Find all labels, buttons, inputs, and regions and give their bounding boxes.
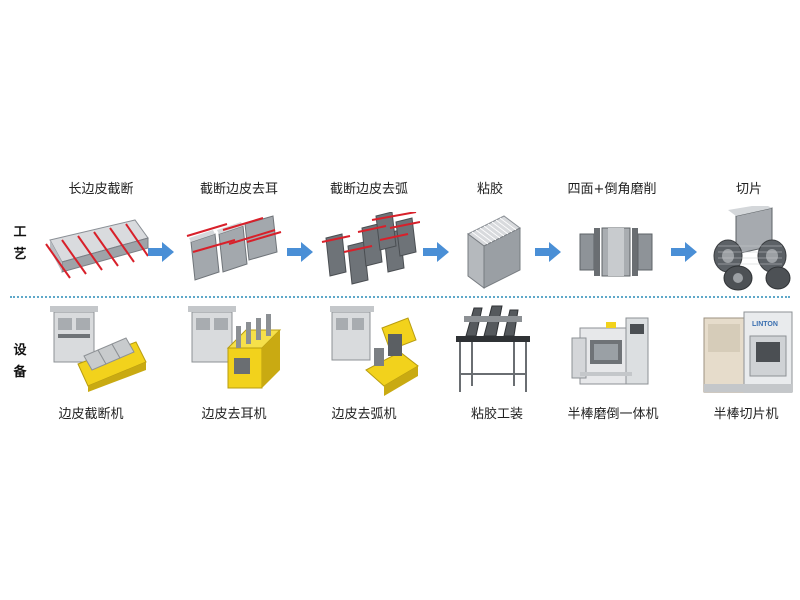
flow-arrow-2 (287, 242, 313, 262)
row-divider (10, 296, 790, 298)
equipment-label-2: 边皮去耳机 (201, 407, 267, 422)
edge-skin-arc-removal-illustration (321, 212, 420, 285)
edge-skin-ear-removal-illustration (186, 215, 282, 281)
half-rod-slicing-machine-image: LINTON (703, 311, 793, 393)
edge-skin-arc-removal-machine-image (330, 306, 419, 396)
edge-skin-ear-removal-machine-image (188, 306, 282, 389)
four-side-chamfer-grinding-illustration (579, 227, 653, 277)
step-label-4: 粘胶 (476, 182, 504, 197)
flow-arrow-5 (671, 242, 697, 262)
equipment-label-4: 粘胶工装 (470, 407, 524, 422)
step-label-1: 长边皮截断 (68, 182, 134, 197)
process-row-label: 工艺 (13, 225, 27, 262)
equipment-logo-text: LINTON (752, 321, 778, 328)
equipment-label-6: 半棒切片机 (713, 407, 779, 422)
gluing-illustration (467, 215, 521, 289)
step-label-3: 截断边皮去弧 (329, 182, 409, 197)
equipment-label-3: 边皮去弧机 (331, 407, 397, 422)
equipment-row-label: 设备 (13, 343, 27, 380)
step-label-5: 四面+倒角磨削 (567, 182, 657, 197)
flow-arrow-3 (423, 242, 449, 262)
long-edge-skin-cutting-illustration (45, 219, 149, 279)
flow-arrow-1 (148, 242, 174, 262)
flow-arrow-4 (535, 242, 561, 262)
equipment-label-5: 半棒磨倒一体机 (567, 407, 659, 422)
step-label-6: 切片 (735, 182, 763, 197)
gluing-fixture-image (456, 305, 530, 392)
equipment-label-1: 边皮截断机 (58, 407, 124, 422)
slicing-illustration (713, 206, 791, 291)
half-rod-grinding-chamfer-machine-image (571, 317, 649, 385)
edge-skin-cutting-machine-image (50, 306, 147, 392)
step-label-2: 截断边皮去耳 (199, 182, 279, 197)
